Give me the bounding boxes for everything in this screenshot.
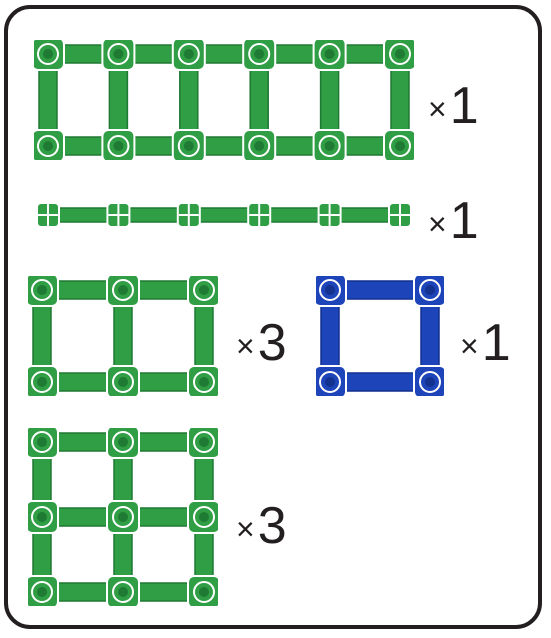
stud-hole	[425, 285, 435, 295]
stud-hole	[43, 141, 53, 151]
horizontal-bar	[41, 44, 407, 64]
stud-hole	[43, 49, 53, 59]
stud-hole	[113, 49, 124, 59]
stud-hole	[118, 377, 128, 387]
stud-hole	[37, 437, 47, 447]
green-grid-2x3-part	[28, 276, 218, 396]
stud-hole	[324, 49, 335, 59]
stud-hole	[118, 512, 128, 522]
green-grid-2x6-part	[34, 40, 414, 160]
stud-hole	[183, 141, 194, 151]
green-grid-3x3-part	[28, 428, 218, 606]
multiply-symbol: ×	[460, 328, 479, 364]
multiply-symbol: ×	[236, 328, 255, 364]
stud-hole	[325, 377, 335, 387]
stud-hole	[395, 49, 405, 59]
stud-hole	[254, 141, 265, 151]
quantity-value: 1	[449, 192, 479, 250]
stud-hole	[118, 437, 128, 447]
stud-hole	[37, 377, 47, 387]
multiply-symbol: ×	[428, 206, 447, 242]
stud-hole	[118, 587, 128, 597]
stud-hole	[199, 512, 209, 522]
quantity-value: 3	[257, 497, 287, 555]
stud-hole	[199, 437, 209, 447]
multiply-symbol: ×	[236, 511, 255, 547]
horizontal-bar	[41, 136, 407, 156]
quantity-label-grid-2x3: ×3	[236, 317, 287, 372]
quantity-label-grid-2x6: ×1	[428, 80, 479, 135]
quantity-value: 1	[449, 77, 479, 135]
stud-hole	[199, 587, 209, 597]
multiply-symbol: ×	[428, 91, 447, 127]
quantity-label-grid-2x2: ×1	[460, 317, 511, 372]
stud-hole	[395, 141, 405, 151]
stud-hole	[37, 587, 47, 597]
stud-hole	[325, 285, 335, 295]
stud-hole	[199, 285, 209, 295]
stud-hole	[118, 285, 128, 295]
horizontal-bar	[41, 207, 407, 223]
stud-hole	[113, 141, 124, 151]
stud-hole	[37, 512, 47, 522]
quantity-label-grid-3x3: ×3	[236, 500, 287, 555]
stud-hole	[425, 377, 435, 387]
blue-grid-2x2-part	[316, 276, 444, 396]
quantity-value: 1	[481, 314, 511, 372]
stud-hole	[254, 49, 265, 59]
stud-hole	[183, 49, 194, 59]
stud-hole	[37, 285, 47, 295]
green-rail-1x6-part	[36, 202, 412, 228]
quantity-value: 3	[257, 314, 287, 372]
quantity-label-rail-1x6: ×1	[428, 195, 479, 250]
stud-hole	[199, 377, 209, 387]
stud-hole	[324, 141, 335, 151]
